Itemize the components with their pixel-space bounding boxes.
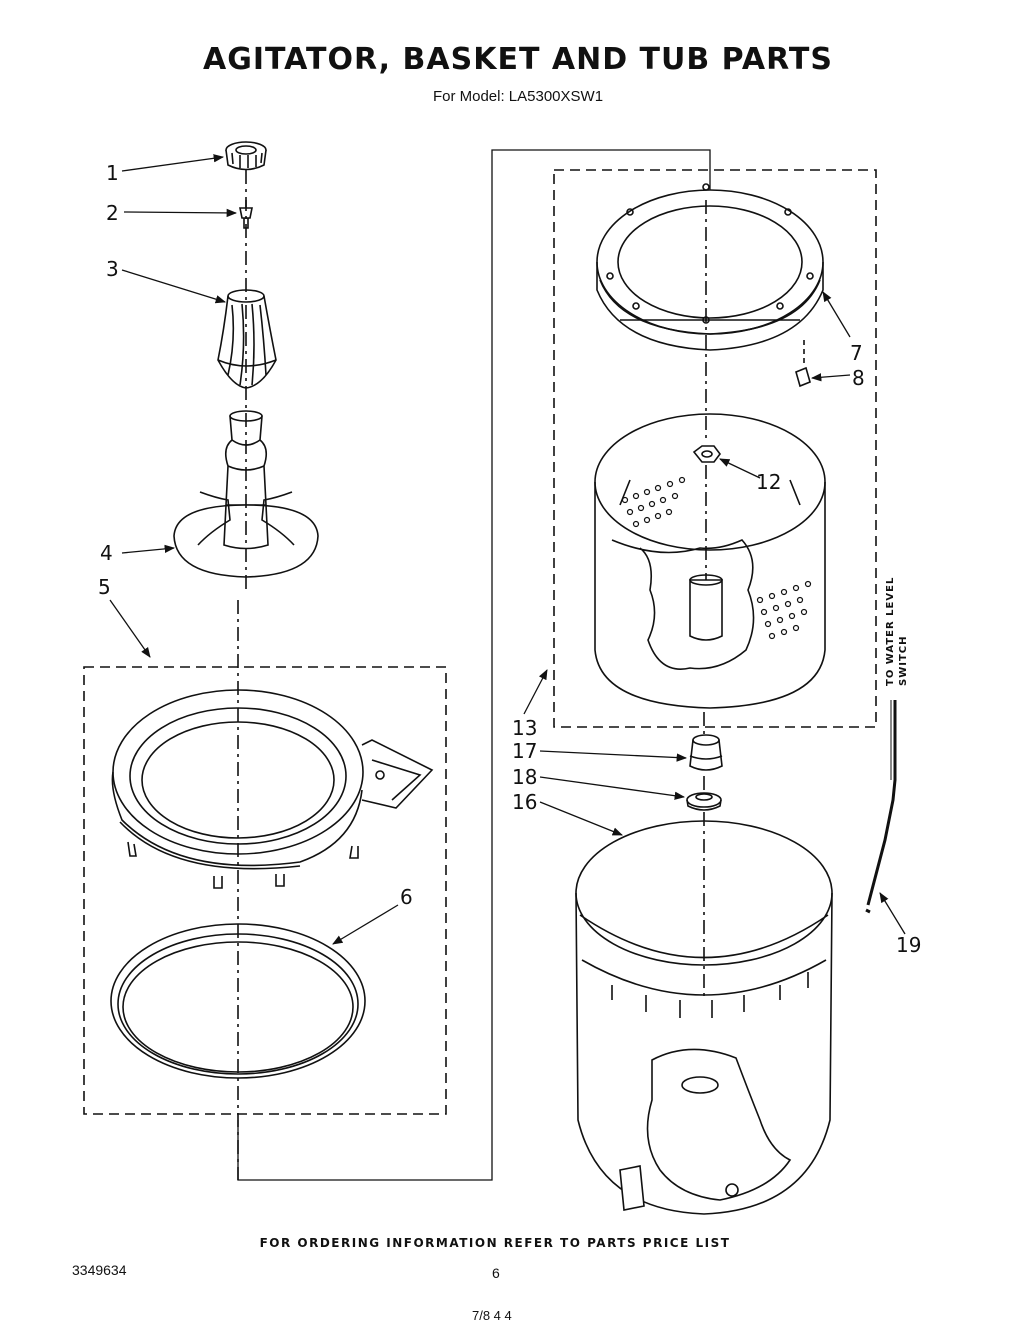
callout-7: 7 bbox=[850, 341, 863, 365]
basket-perforations bbox=[621, 476, 812, 640]
callout-numbers: 1 2 3 4 5 6 7 8 12 13 16 17 18 19 bbox=[98, 161, 921, 957]
side-label-line2: SWITCH bbox=[898, 636, 909, 686]
callout-18: 18 bbox=[512, 765, 537, 789]
agitator-cap bbox=[225, 141, 267, 171]
callout-3: 3 bbox=[106, 257, 119, 281]
callout-17: 17 bbox=[512, 739, 537, 763]
callout-13: 13 bbox=[512, 716, 537, 740]
hub-seal bbox=[686, 792, 722, 811]
callout-4: 4 bbox=[100, 541, 113, 565]
callout-8: 8 bbox=[852, 366, 865, 390]
ordering-note: FOR ORDERING INFORMATION REFER TO PARTS … bbox=[259, 1236, 731, 1250]
water-level-switch-label: TO WATER LEVEL SWITCH bbox=[885, 577, 909, 686]
leader-lines bbox=[109, 154, 906, 945]
drive-hub bbox=[689, 734, 723, 771]
date-code: 7/8 4 4 bbox=[472, 1308, 512, 1323]
basket-nut bbox=[692, 445, 721, 463]
callout-6: 6 bbox=[400, 885, 413, 909]
left-centerline bbox=[237, 170, 247, 1180]
wash-basket bbox=[594, 413, 826, 709]
callout-5: 5 bbox=[98, 575, 111, 599]
page-title: AGITATOR, BASKET AND TUB PARTS bbox=[203, 42, 833, 77]
document-number: 3349634 bbox=[72, 1262, 127, 1278]
callout-16: 16 bbox=[512, 790, 537, 814]
page-number: 6 bbox=[492, 1265, 500, 1281]
side-label-line1: TO WATER LEVEL bbox=[885, 577, 896, 686]
callout-2: 2 bbox=[106, 201, 119, 225]
basket-group-box bbox=[553, 169, 877, 728]
basket-clip bbox=[795, 340, 811, 388]
model-subtitle: For Model: LA5300XSW1 bbox=[432, 88, 604, 105]
assembly-connector bbox=[237, 149, 711, 1181]
callout-12: 12 bbox=[756, 470, 781, 494]
seal-ring bbox=[110, 923, 366, 1079]
right-centerline bbox=[703, 200, 707, 1000]
basket-ring bbox=[596, 183, 824, 351]
agitator-barrel bbox=[217, 289, 277, 389]
pressure-hose bbox=[865, 700, 897, 914]
ring-group-box bbox=[83, 666, 447, 1115]
callout-19: 19 bbox=[896, 933, 921, 957]
callout-1: 1 bbox=[106, 161, 119, 185]
tub-ring bbox=[111, 689, 434, 889]
